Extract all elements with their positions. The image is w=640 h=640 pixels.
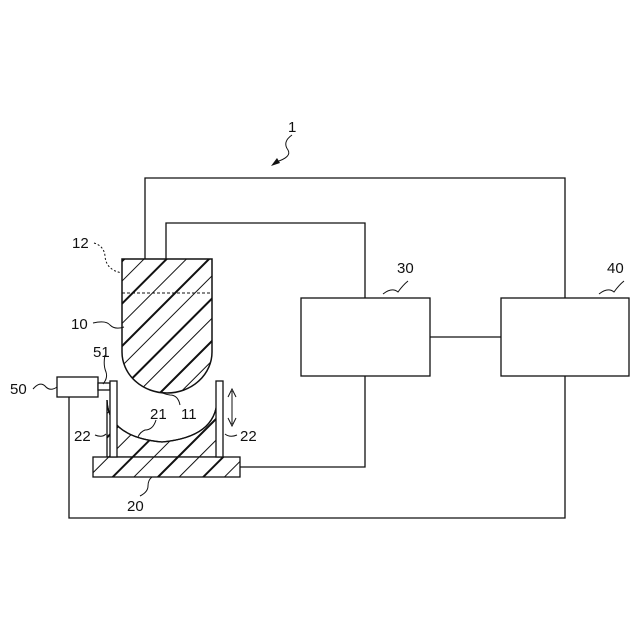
label-system: 1 — [288, 119, 296, 136]
label-stage-face: 21 — [150, 406, 167, 423]
label-actuator-rod: 51 — [93, 344, 110, 361]
label-stage: 20 — [127, 498, 144, 515]
unit-40-box — [501, 298, 629, 376]
label-unit-a: 30 — [397, 260, 414, 277]
actuator — [57, 377, 110, 397]
label-holder-face: 11 — [181, 406, 197, 423]
label-unit-b: 40 — [607, 260, 624, 277]
vertical-motion-arrow — [228, 389, 236, 426]
label-holder: 10 — [71, 316, 88, 333]
label-guide-left: 22 — [74, 428, 91, 445]
label-holder-top: 12 — [72, 235, 89, 252]
unit-30-box — [301, 298, 430, 376]
holder-block — [122, 259, 212, 393]
label-actuator: 50 — [10, 381, 27, 398]
label-guide-right: 22 — [240, 428, 257, 445]
